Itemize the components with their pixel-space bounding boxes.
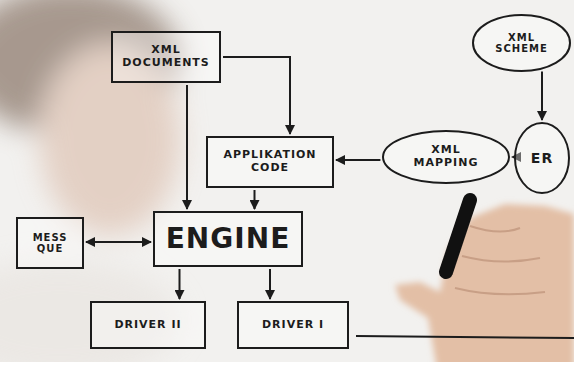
node-label: XML MAPPING [406, 144, 486, 169]
connector-arrow [254, 190, 256, 209]
process-box: APPLIKATION CODE [206, 136, 334, 188]
process-box: MESS QUE [16, 217, 84, 269]
connector-arrow [541, 71, 543, 120]
ellipse-node: ER [514, 122, 570, 194]
node-label: ER [531, 150, 553, 166]
connector-arrow [223, 57, 290, 134]
connector-arrow [511, 156, 513, 158]
node-label: XML SCHEME [492, 32, 552, 55]
connector-arrow [336, 159, 380, 161]
process-box: DRIVER II [90, 301, 206, 349]
node-label: DRIVER II [114, 319, 181, 332]
node-label: XML DOCUMENTS [120, 44, 212, 69]
ellipse-node: XML MAPPING [382, 130, 510, 184]
ellipse-node: XML SCHEME [472, 14, 571, 72]
process-box: ENGINE [153, 211, 303, 267]
node-label: DRIVER I [262, 319, 324, 332]
finger-creases [455, 226, 545, 294]
hand [395, 204, 574, 375]
connector-arrow [186, 85, 188, 209]
driver-wire [356, 336, 574, 338]
connector-arrow [269, 269, 271, 299]
connector-arrow [86, 241, 151, 243]
process-box: DRIVER I [237, 301, 349, 349]
connector-arrow [179, 269, 181, 299]
process-box: XML DOCUMENTS [111, 31, 221, 83]
bottom-band [0, 362, 574, 375]
node-label: ENGINE [166, 223, 291, 255]
node-label: APPLIKATION CODE [215, 149, 325, 174]
node-label: MESS QUE [25, 232, 75, 255]
marker-pen [446, 200, 470, 272]
